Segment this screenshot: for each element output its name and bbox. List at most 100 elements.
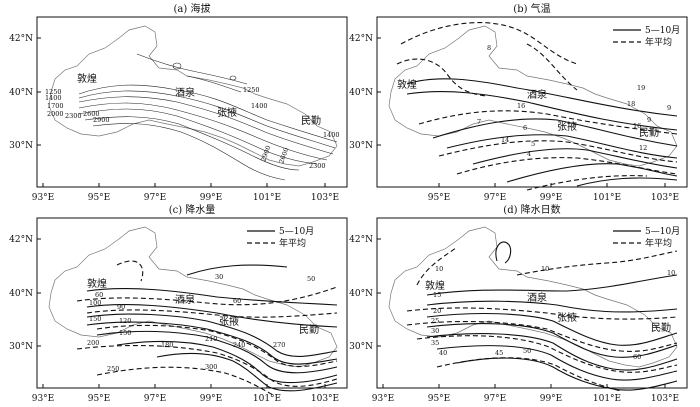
legend-label: 年平均 (279, 237, 306, 249)
contour-label: 150 (119, 329, 131, 337)
x-tick-label: 101°E (593, 193, 621, 203)
contour-label: 10 (541, 265, 549, 273)
contour-label: 50 (307, 275, 315, 283)
contour-label: 2300 (65, 112, 82, 120)
legend-label: 5—10月 (645, 25, 680, 36)
x-tick-label: 93°E (372, 394, 395, 404)
x-tick-label: 93°E (32, 394, 55, 404)
contour-label: 19 (637, 84, 645, 92)
y-tick-label: 40°N (349, 88, 373, 98)
city-label: 酒泉 (527, 291, 547, 304)
contour-label: 10 (435, 265, 443, 273)
x-axis: 93°E 95°E 97°E 99°E 101°E 103°E (32, 384, 339, 404)
y-tick-label: 42°N (9, 34, 33, 44)
city-label: 民勤 (639, 126, 659, 139)
panel-b: (b) 气温 5—10月 年平均 (349, 2, 688, 203)
x-tick-label: 95°E (428, 193, 451, 203)
y-axis: 42°N 40°N 30°N (349, 34, 381, 151)
y-tick-label: 42°N (9, 235, 33, 245)
y-tick-label: 40°N (9, 88, 33, 98)
x-tick-label: 103°E (311, 394, 339, 404)
y-axis: 42°N 40°N 30°N (9, 34, 41, 151)
city-label: 张掖 (219, 315, 239, 328)
contour-label: 30 (215, 273, 223, 281)
panel-title: (b) 气温 (513, 2, 550, 15)
contour-label: 2600 (277, 146, 290, 164)
contour-label: 60 (633, 353, 641, 361)
panel-title: (c) 降水量 (169, 203, 216, 216)
plot-frame (36, 217, 348, 389)
legend-label: 5—10月 (645, 226, 680, 237)
contour-label: 250 (107, 365, 119, 373)
contour-label: 40 (439, 349, 447, 357)
contour-label: 2900 (93, 116, 110, 124)
y-tick-label: 42°N (349, 34, 373, 44)
contour-label: 90 (117, 303, 125, 311)
x-tick-label: 97°E (144, 394, 167, 404)
plot-frame (36, 16, 348, 188)
x-tick-label: 99°E (200, 193, 223, 203)
y-tick-label: 42°N (349, 235, 373, 245)
contour-label: 45 (495, 349, 503, 357)
city-label: 酒泉 (175, 293, 195, 306)
contour-label: 100 (89, 299, 101, 307)
contour-label: 240 (233, 341, 245, 349)
legend-label: 年平均 (645, 36, 672, 48)
contour-label: 2900 (259, 144, 272, 162)
contour-label: 300 (205, 363, 217, 371)
contour-label: 8 (487, 44, 491, 52)
y-tick-label: 40°N (349, 289, 373, 299)
contour-label: 15 (433, 291, 441, 299)
y-tick-label: 30°N (349, 342, 373, 352)
contour-label: 200 (87, 339, 99, 347)
y-tick-label: 30°N (349, 141, 373, 151)
contour-label: 150 (89, 315, 101, 323)
contour-label: 1250 (45, 88, 62, 96)
x-tick-label: 97°E (484, 394, 507, 404)
contour-label: 18 (627, 100, 635, 108)
legend: 5—10月 年平均 (247, 226, 314, 249)
legend: 5—10月 年平均 (613, 25, 680, 48)
contour-label: 180 (161, 341, 173, 349)
contour-label: 16 (633, 122, 641, 130)
y-tick-label: 40°N (9, 289, 33, 299)
y-axis: 42°N 40°N 30°N (349, 235, 381, 352)
x-tick-label: 99°E (200, 394, 223, 404)
contour-label: 120 (119, 317, 131, 325)
plot-frame (376, 16, 688, 188)
city-label: 敦煌 (77, 72, 97, 85)
contour-label: 10 (667, 269, 675, 277)
contour-labels: 1250 1400 1700 2000 2300 2600 2900 1250 … (45, 86, 340, 170)
contour-label: 4 (527, 150, 531, 158)
city-label: 敦煌 (425, 279, 445, 292)
city-label: 张掖 (217, 106, 237, 119)
city-label: 张掖 (557, 311, 577, 324)
map-outline (48, 25, 338, 181)
contour-label: 16 (517, 102, 525, 110)
x-tick-label: 95°E (88, 193, 111, 203)
contour-label: 2600 (83, 110, 100, 118)
x-tick-label: 103°E (651, 193, 679, 203)
x-tick-label: 97°E (144, 193, 167, 203)
contour-label: 2000 (47, 110, 64, 118)
contour-label: 1400 (323, 131, 340, 139)
y-tick-label: 30°N (9, 342, 33, 352)
contour-label: 20 (433, 307, 441, 315)
x-axis: 95°E 97°E 99°E 101°E 103°E (428, 183, 679, 203)
x-tick-label: 95°E (88, 394, 111, 404)
contour-label: 25 (431, 317, 439, 325)
contour-label: 14 (501, 136, 509, 144)
panel-c: (c) 降水量 5—10月 年平均 (9, 203, 348, 404)
legend-label: 年平均 (645, 237, 672, 249)
x-tick-label: 101°E (253, 193, 281, 203)
plot-frame (376, 217, 688, 389)
x-tick-label: 103°E (311, 193, 339, 203)
city-label: 酒泉 (175, 86, 195, 99)
x-tick-label: 103°E (651, 394, 679, 404)
panel-a: (a) 海拔 1250 1400 1700 2000 (9, 2, 348, 203)
contour-label: 12 (639, 144, 647, 152)
x-tick-label: 101°E (253, 394, 281, 404)
city-label: 酒泉 (527, 88, 547, 101)
legend-label: 5—10月 (279, 226, 314, 237)
